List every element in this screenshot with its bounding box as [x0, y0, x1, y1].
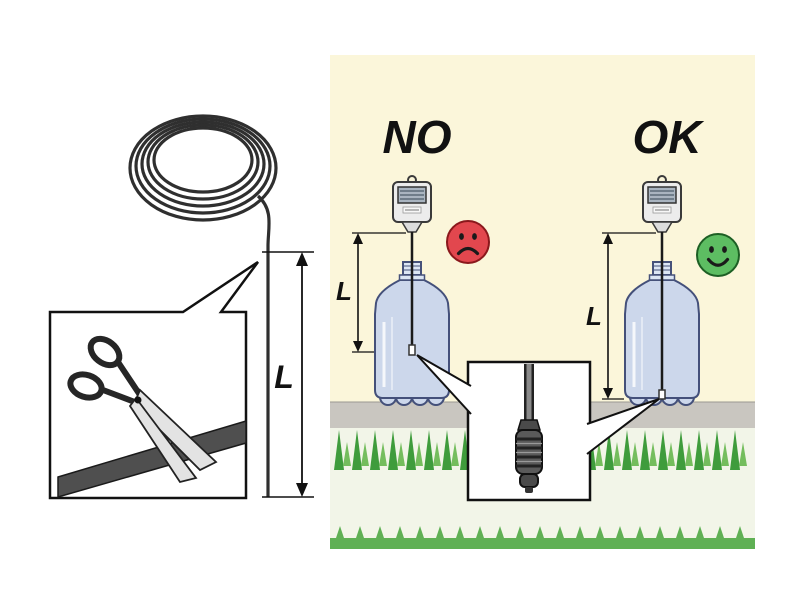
ok-title: OK — [633, 111, 705, 163]
length-label-main: L — [274, 359, 294, 395]
ok-scene: OK L — [586, 111, 740, 407]
cutting-callout — [48, 260, 260, 500]
comparison-panel: NO L OK — [330, 55, 755, 549]
probe-tip — [658, 389, 666, 400]
tube-coil-icon — [128, 114, 278, 497]
left-illustration: L — [48, 114, 314, 500]
arrow-down-icon — [353, 341, 363, 352]
happy-face-icon — [696, 233, 740, 277]
sad-face-icon — [446, 220, 490, 264]
dimension-main: L — [262, 251, 314, 498]
dimension-ok: L — [586, 232, 656, 400]
arrow-up-icon — [353, 233, 363, 244]
arrow-up-icon — [603, 233, 613, 244]
probe-tip — [408, 344, 416, 356]
probe-weight-closeup — [515, 364, 543, 493]
arrow-down-icon — [603, 388, 613, 399]
tube-free-end — [256, 194, 271, 497]
probe-detail-inset — [416, 354, 660, 502]
grass-bottom-strip — [330, 538, 755, 549]
no-title: NO — [383, 111, 452, 163]
arrow-down-icon — [296, 483, 308, 497]
arrow-up-icon — [296, 252, 308, 266]
length-label-no: L — [336, 276, 352, 306]
scissors-icon — [67, 335, 218, 484]
grass-blades-bottom — [336, 526, 744, 538]
length-label-ok: L — [586, 301, 602, 331]
dimension-no: L — [336, 232, 406, 353]
no-scene: NO L — [336, 111, 490, 407]
